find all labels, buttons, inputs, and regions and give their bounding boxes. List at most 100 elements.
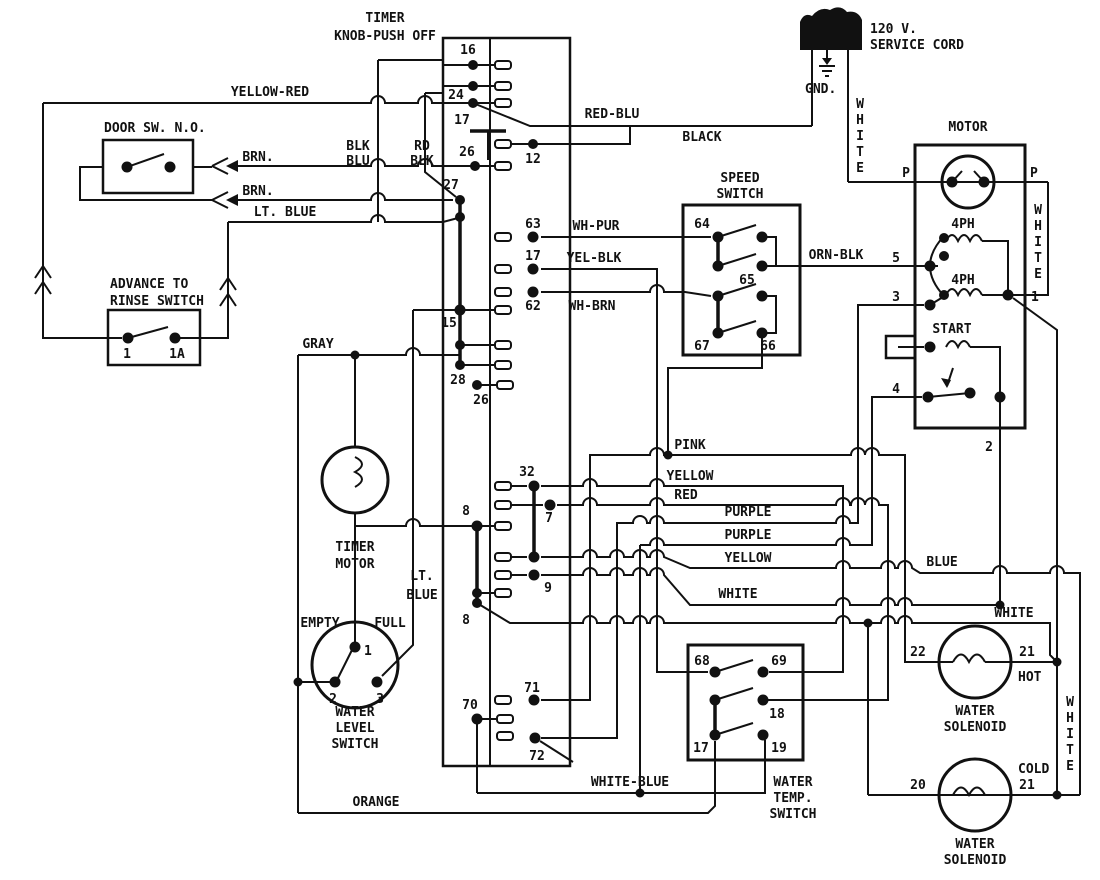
coil-top-label: 4PH xyxy=(951,217,974,232)
hot-solenoid-circle xyxy=(937,624,1013,700)
terminal-63: 63 xyxy=(525,217,541,232)
brn-arrowhead2-icon xyxy=(226,194,238,206)
wire-label-yel-blk: YEL-BLK xyxy=(567,251,622,266)
terminal-27: 27 xyxy=(443,178,459,193)
terminal-8b: 8 xyxy=(462,613,470,628)
wire-label-rd: RD xyxy=(414,139,430,154)
terminal-m5: 5 xyxy=(892,251,900,266)
timer-motor-circle xyxy=(320,445,390,515)
water-temp-label1: WATER xyxy=(773,775,812,790)
terminal-26b: 26 xyxy=(473,393,489,408)
wire-label-red-blu: RED-BLU xyxy=(585,107,640,122)
terminal-9: 9 xyxy=(544,581,552,596)
terminal-32: 32 xyxy=(519,465,535,480)
wire-label-white-blue: WHITE-BLUE xyxy=(591,775,669,790)
service-cord-label1: 120 V. xyxy=(870,22,917,37)
wire-label-yellow2: YELLOW xyxy=(725,551,772,566)
motor-label: MOTOR xyxy=(948,120,987,135)
terminal-68: 68 xyxy=(694,654,710,669)
hot-solenoid-label1: WATER xyxy=(955,704,994,719)
timer-title-line2: KNOB-PUSH OFF xyxy=(334,29,436,44)
wire-label-blk: BLK xyxy=(346,139,370,154)
terminal-m2: 2 xyxy=(985,440,993,455)
terminal-24: 24 xyxy=(448,88,464,103)
terminal-64: 64 xyxy=(694,217,710,232)
terminal-65: 65 xyxy=(739,273,755,288)
wire-label-lt-blue: LT. BLUE xyxy=(254,205,317,220)
terminal-16: 16 xyxy=(460,43,476,58)
junction-dots xyxy=(121,60,1062,800)
wire-label-blue: BLUE xyxy=(926,555,957,570)
service-cord-label2: SERVICE CORD xyxy=(870,38,964,53)
wiring xyxy=(34,50,1081,814)
text-labels: TIMER KNOB-PUSH OFF DOOR SW. N.O. ADVANC… xyxy=(104,11,1049,868)
terminal-rinse-1: 1 xyxy=(123,347,131,362)
terminal-17b: 17 xyxy=(525,249,541,264)
terminal-17a: 17 xyxy=(454,113,470,128)
terminal-70: 70 xyxy=(462,698,478,713)
hot-solenoid-label2: SOLENOID xyxy=(944,720,1007,735)
water-temp-label3: SWITCH xyxy=(770,807,817,822)
wire-label-white-mid: WHITE xyxy=(718,587,757,602)
wire-label-purple1: PURPLE xyxy=(725,505,772,520)
cold-solenoid-circle xyxy=(937,757,1013,833)
empty-label: EMPTY xyxy=(300,616,339,631)
water-level-label1: WATER xyxy=(335,705,374,720)
speed-switch-box xyxy=(681,203,802,357)
terminal-7: 7 xyxy=(545,511,553,526)
cold-solenoid-label1: WATER xyxy=(955,837,994,852)
advance-rinse-label2: RINSE SWITCH xyxy=(110,294,204,309)
wire-label-blu: BLU xyxy=(346,154,370,169)
wire-label-yellow-red: YELLOW-RED xyxy=(231,85,309,100)
wire-label-pink: PINK xyxy=(674,438,705,453)
terminal-wls-2: 2 xyxy=(329,692,337,707)
motor-start-notch xyxy=(884,334,917,360)
wire-label-brn2: BRN. xyxy=(242,184,273,199)
terminal-8a: 8 xyxy=(462,504,470,519)
terminal-p-right: P xyxy=(1030,166,1038,181)
motor-box xyxy=(913,143,1027,430)
start-switch-arrow-icon xyxy=(941,378,951,388)
terminal-c20: 20 xyxy=(910,778,926,793)
wire-label-orange: ORANGE xyxy=(353,795,400,810)
wire-label-brn1: BRN. xyxy=(242,150,273,165)
cold-label: COLD xyxy=(1018,762,1049,777)
timer-title-line1: TIMER xyxy=(365,11,404,26)
wire-label-wh-brn: WH-BRN xyxy=(569,299,616,314)
terminal-m3: 3 xyxy=(892,290,900,305)
wire-label-lt1: LT. xyxy=(410,569,433,584)
water-level-switch-circle xyxy=(310,620,400,710)
terminal-m1: 1 xyxy=(1031,290,1039,305)
hot-label: HOT xyxy=(1018,670,1042,685)
ground-icon xyxy=(822,58,832,65)
terminal-71: 71 xyxy=(524,681,540,696)
service-cord-plug xyxy=(800,7,862,50)
terminal-67: 67 xyxy=(694,339,710,354)
terminal-wls-1: 1 xyxy=(364,644,372,659)
terminal-62: 62 xyxy=(525,299,541,314)
terminal-p-left: P xyxy=(902,166,910,181)
coil-bottom-label: 4PH xyxy=(951,273,974,288)
timer-motor-label1: TIMER xyxy=(335,540,374,555)
ground-label: GND. xyxy=(805,82,836,97)
water-level-label3: SWITCH xyxy=(332,737,379,752)
wire-label-wh-pur: WH-PUR xyxy=(573,219,620,234)
wire-label-red: RED xyxy=(674,488,698,503)
wire-label-white-sol: WHITE xyxy=(994,606,1033,621)
wire-label-blk2: BLK xyxy=(410,154,434,169)
door-switch-label: DOOR SW. N.O. xyxy=(104,121,206,136)
speed-switch-label1: SPEED xyxy=(720,171,759,186)
cold-solenoid-label2: SOLENOID xyxy=(944,853,1007,868)
terminal-m4: 4 xyxy=(892,382,900,397)
terminal-c21: 21 xyxy=(1019,778,1035,793)
terminal-15: 15 xyxy=(441,316,457,331)
advance-rinse-label1: ADVANCE TO xyxy=(110,277,188,292)
water-level-label2: LEVEL xyxy=(335,721,374,736)
terminal-12: 12 xyxy=(525,152,541,167)
wire-label-purple2: PURPLE xyxy=(725,528,772,543)
terminal-72: 72 xyxy=(529,749,545,764)
terminal-18: 18 xyxy=(769,707,785,722)
